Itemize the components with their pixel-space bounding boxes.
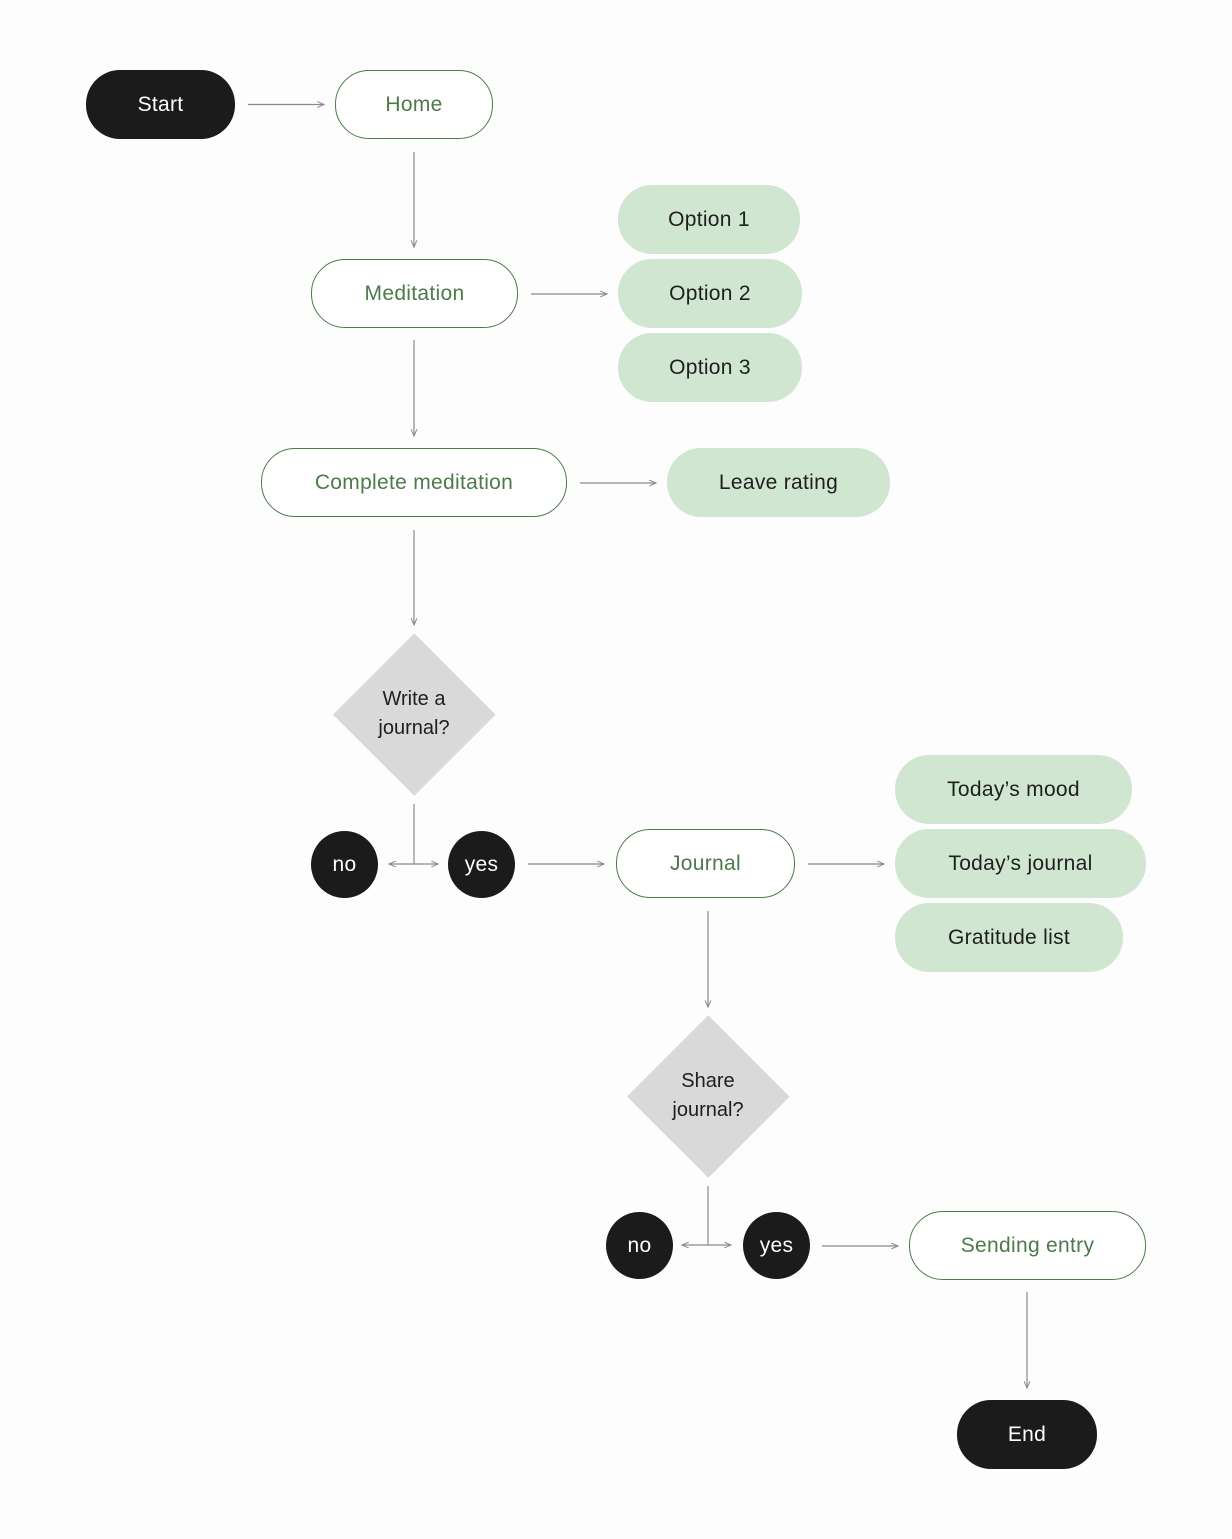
write-no-node: no: [311, 831, 378, 898]
share-no-node: no: [606, 1212, 673, 1279]
end-node: End: [957, 1400, 1097, 1469]
start-node: Start: [86, 70, 235, 139]
meditation-option-3: Option 3: [618, 333, 802, 402]
journal-option-mood: Today’s mood: [895, 755, 1132, 824]
write-journal-decision: Write a journal?: [332, 632, 496, 796]
write-yes-node: yes: [448, 831, 515, 898]
complete-meditation-node: Complete meditation: [261, 448, 567, 517]
share-yes-node: yes: [743, 1212, 810, 1279]
journal-node: Journal: [616, 829, 795, 898]
meditation-option-1: Option 1: [618, 185, 800, 254]
journal-option-gratitude: Gratitude list: [895, 903, 1123, 972]
decision-label: Write a journal?: [378, 688, 450, 739]
decision-label: Share journal?: [672, 1070, 744, 1121]
leave-rating-node: Leave rating: [667, 448, 890, 517]
meditation-option-2: Option 2: [618, 259, 802, 328]
journal-option-journal: Today’s journal: [895, 829, 1146, 898]
share-journal-decision: Share journal?: [626, 1014, 790, 1178]
sending-entry-node: Sending entry: [909, 1211, 1146, 1280]
meditation-node: Meditation: [311, 259, 518, 328]
home-node: Home: [335, 70, 493, 139]
